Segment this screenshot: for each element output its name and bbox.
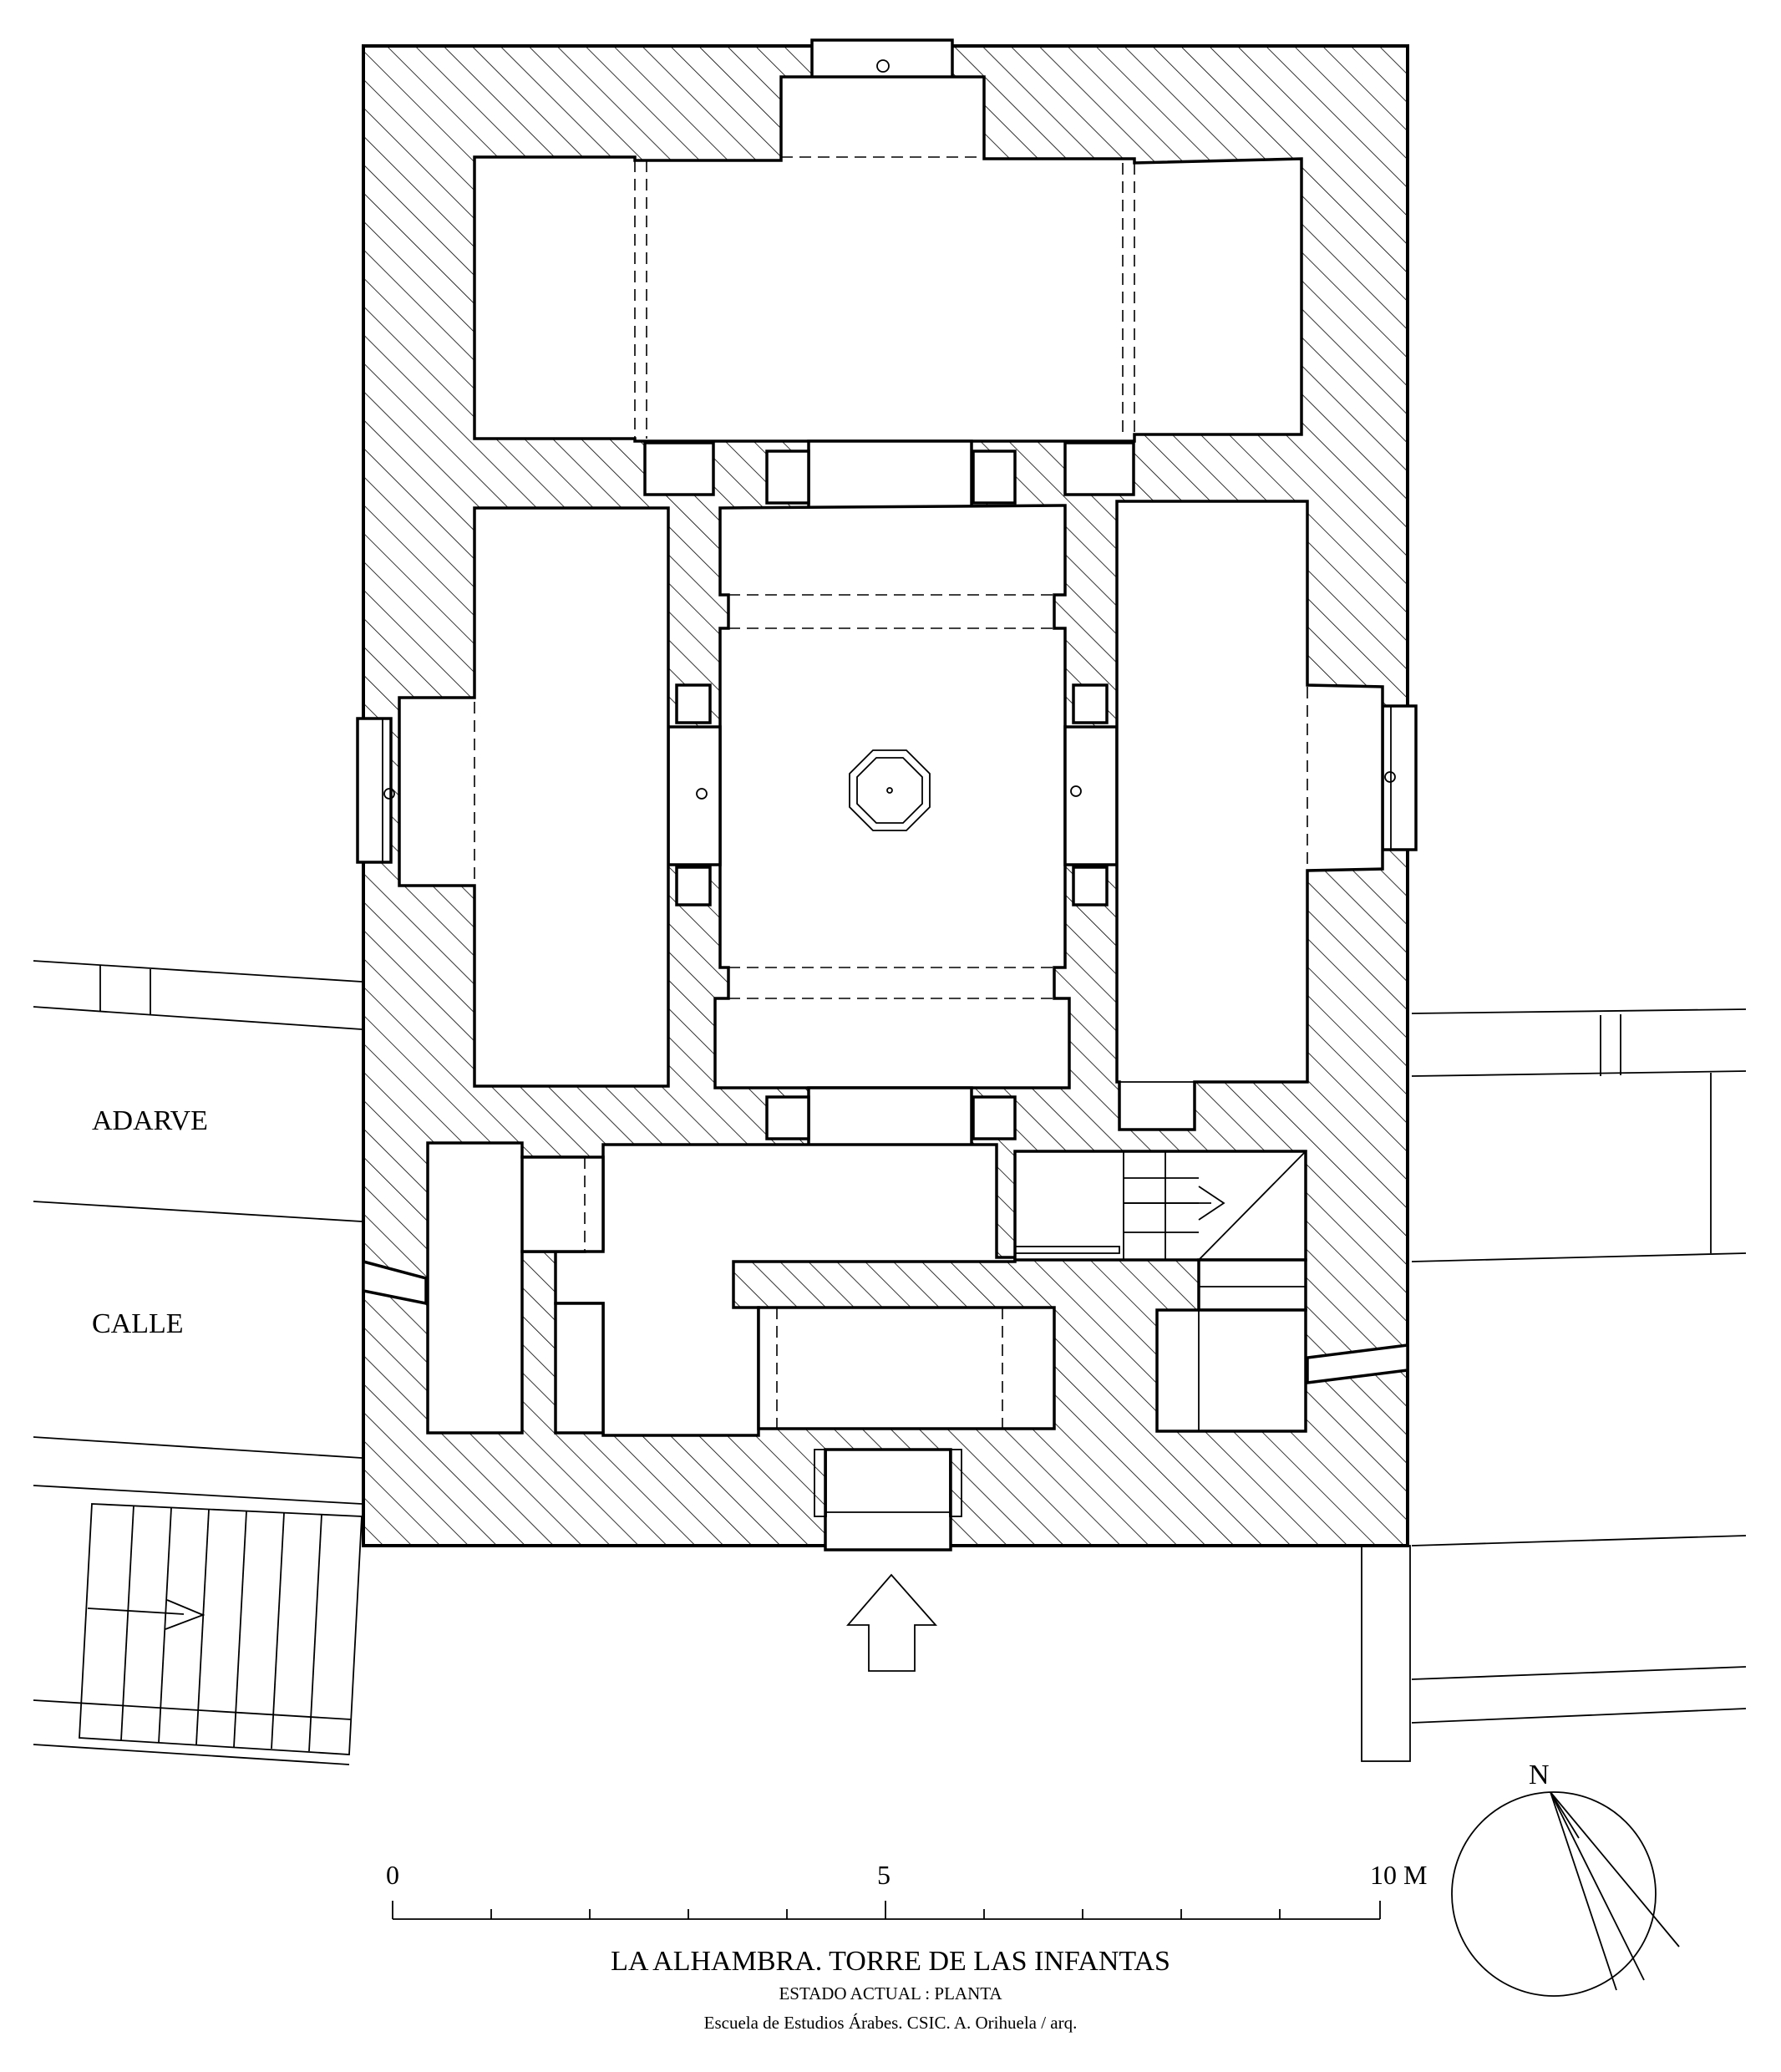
octagonal-fountain-icon xyxy=(849,749,931,831)
north-label: N xyxy=(1529,1760,1550,1790)
adarve-label: ADARVE xyxy=(92,1105,208,1136)
scale-tick-10: 10 M xyxy=(1370,1860,1427,1890)
entrance-arrow-icon xyxy=(846,1573,937,1672)
west-opening xyxy=(667,725,722,866)
drawing-subtitle: ESTADO ACTUAL : PLANTA xyxy=(779,1983,1002,2003)
drawing-title: LA ALHAMBRA. TORRE DE LAS INFANTAS xyxy=(611,1946,1170,1977)
east-window-bay xyxy=(1381,704,1418,851)
street-stair xyxy=(33,1503,363,1765)
drawing-credit: Escuela de Estudios Árabes. CSIC. A. Ori… xyxy=(704,2013,1078,2033)
calle-label: CALLE xyxy=(92,1308,184,1339)
entrance-doorway xyxy=(824,1448,952,1551)
east-hall xyxy=(1115,500,1396,1131)
north-hall xyxy=(473,75,1303,443)
west-hall xyxy=(383,506,670,1088)
north-passage xyxy=(807,439,973,511)
central-courtyard xyxy=(713,504,1071,1089)
street-lines xyxy=(33,960,1747,1762)
south-hall xyxy=(554,1143,1056,1437)
staircase xyxy=(1013,1150,1308,1433)
north-compass-icon xyxy=(1451,1791,1680,1997)
scale-bar xyxy=(392,1901,1381,1920)
south-passage xyxy=(807,1086,973,1150)
south-west-rooms xyxy=(426,1141,605,1435)
scale-tick-5: 5 xyxy=(877,1860,890,1890)
scale-tick-0: 0 xyxy=(386,1860,399,1890)
